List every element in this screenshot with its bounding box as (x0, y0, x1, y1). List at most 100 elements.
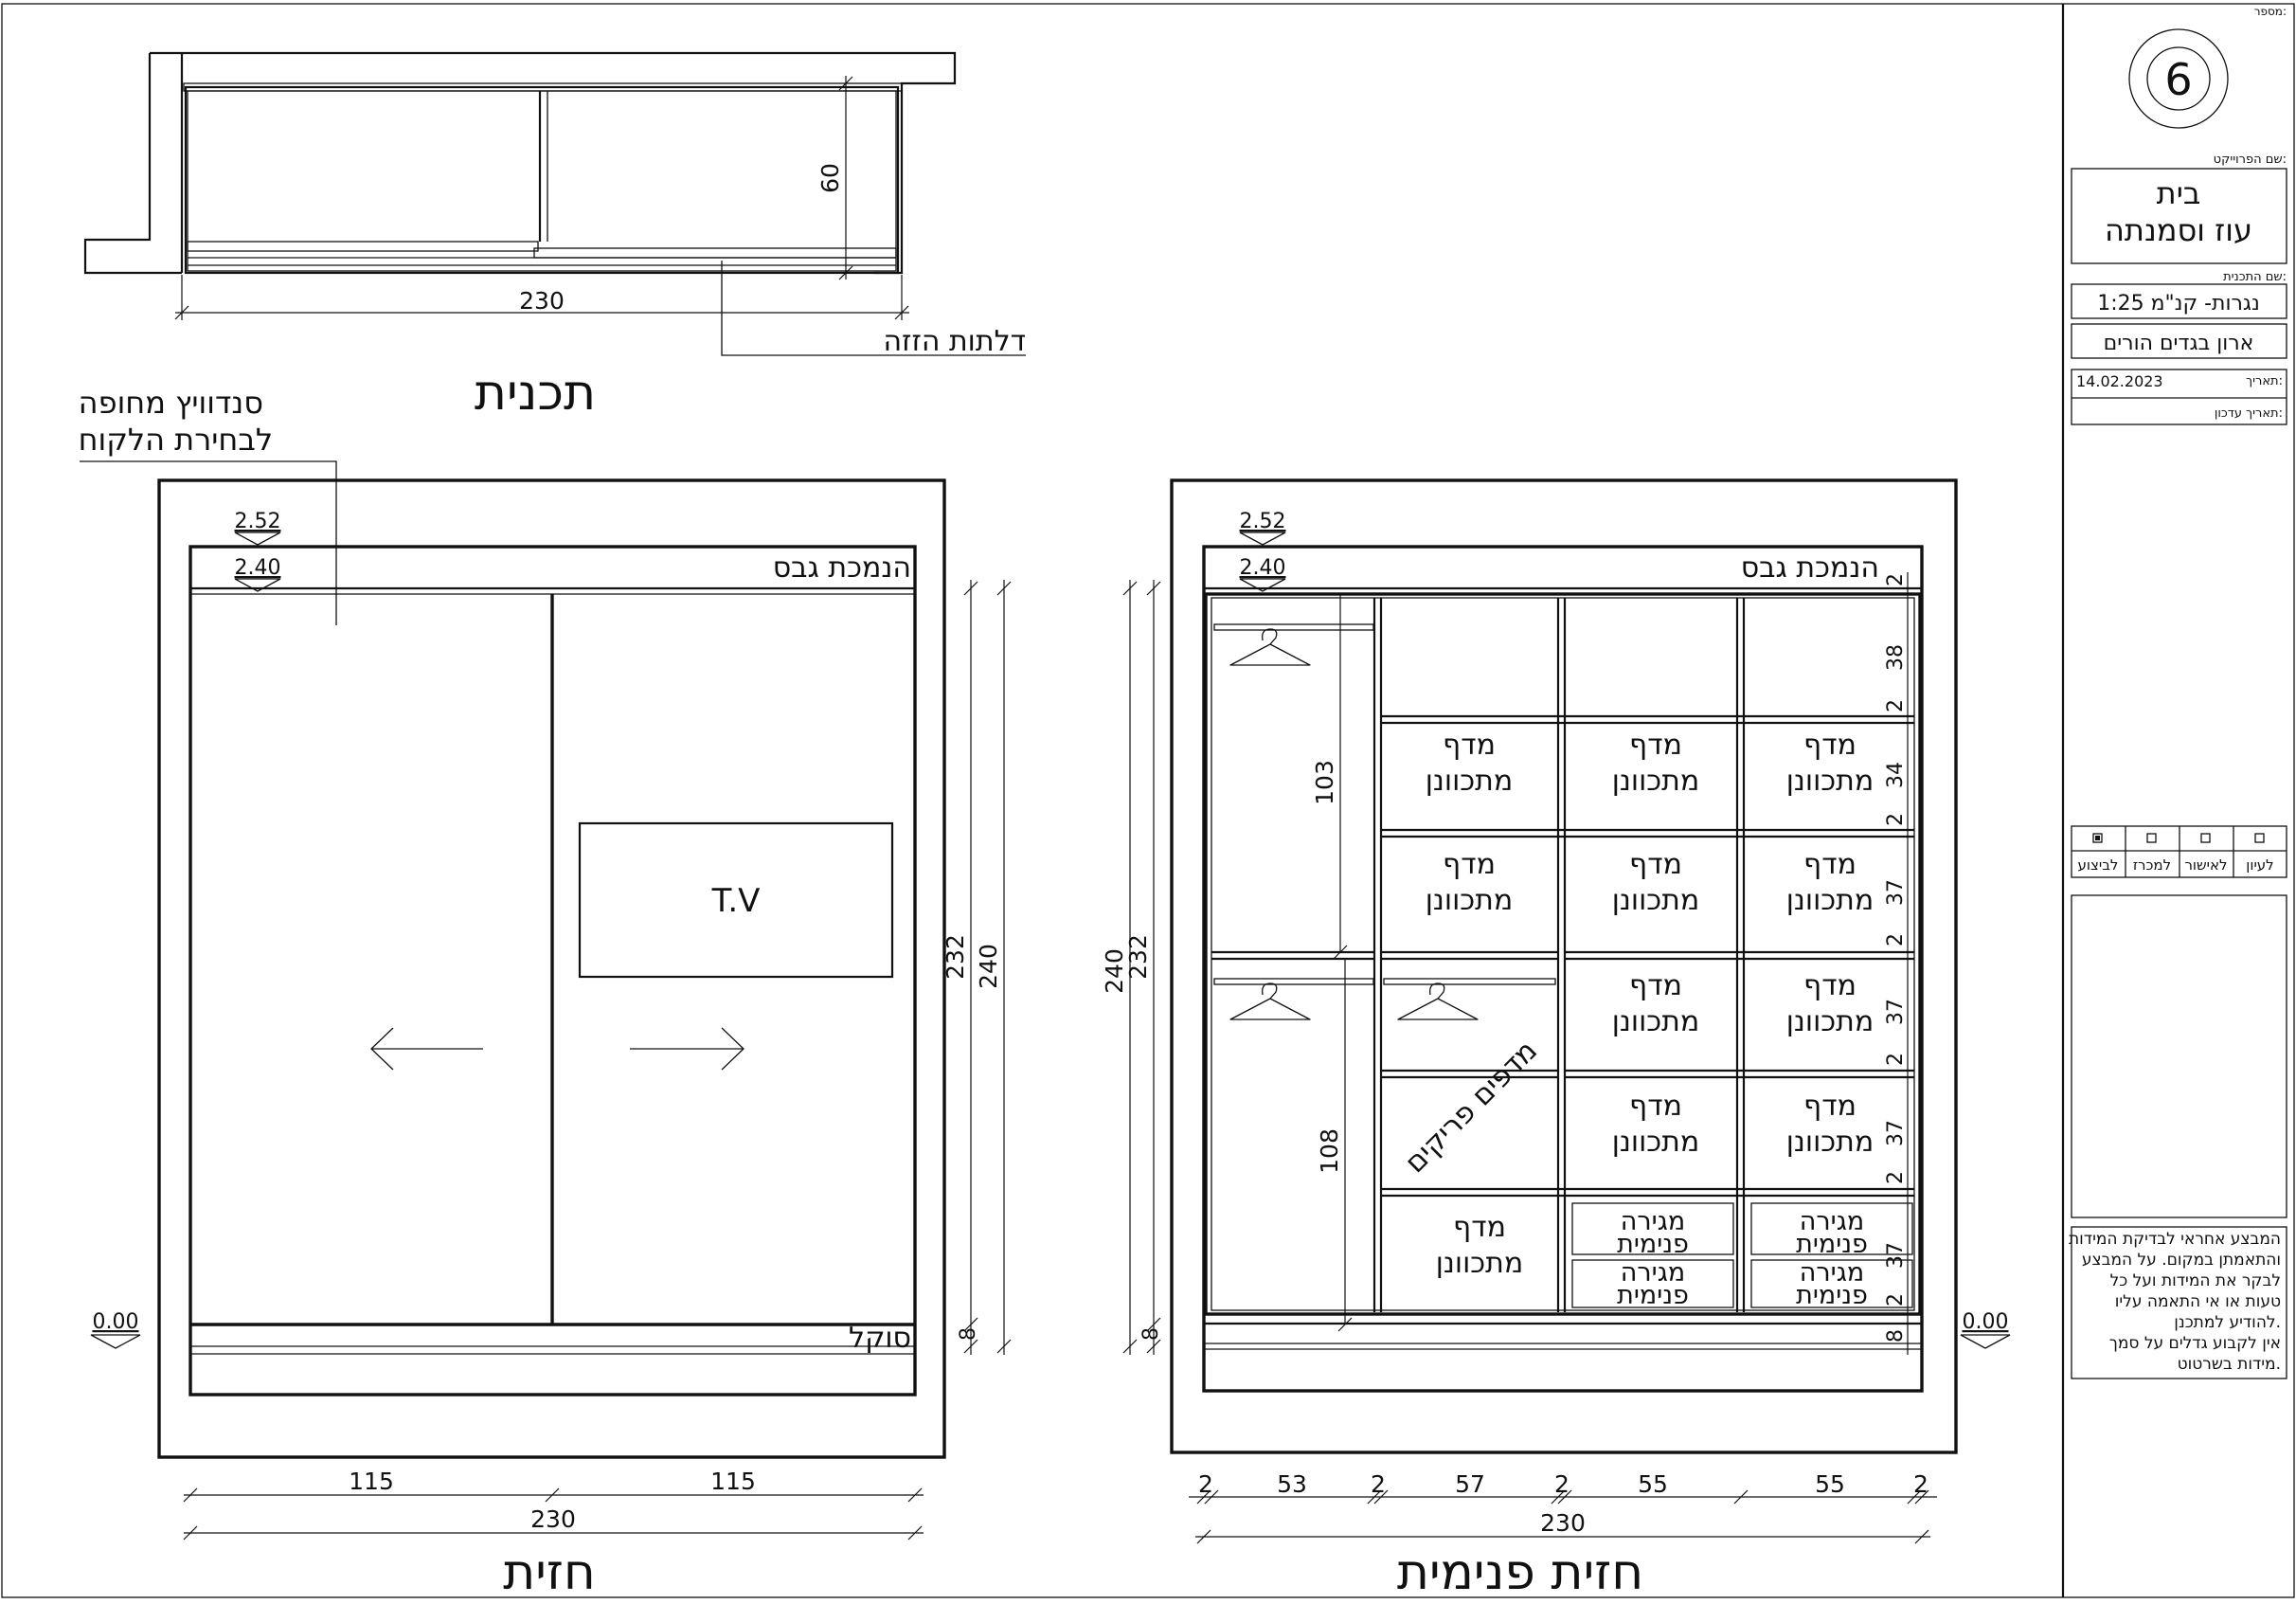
interior-right-dim: 37 (1884, 1120, 1908, 1146)
interior-level-floor: 0.00 (1963, 1310, 2009, 1334)
front-dim-240: 240 (975, 944, 1002, 989)
status-checkbox-tender[interactable] (2146, 833, 2157, 843)
interior-right-dim: 8 (1884, 1329, 1908, 1343)
interior-right-dim: 2 (1884, 933, 1908, 946)
shelf-label: מדף (1803, 1090, 1857, 1123)
interior-dim-232: 232 (1124, 934, 1152, 980)
sheet-number: 6 (2164, 54, 2192, 105)
interior-level-top: 2.52 (1240, 510, 1286, 533)
front-view-title: חזית (503, 1544, 596, 1599)
plan-name: נגרות- קנ"מ 1:25 (2097, 292, 2260, 315)
interior-total-width-dim: 230 (1540, 1509, 1586, 1537)
status-check-mark (2095, 836, 2100, 840)
shelf-label: מתכוונן (1786, 884, 1874, 917)
interior-right-dim: 2 (1884, 1053, 1908, 1066)
drawer-label: פנימית (1796, 1281, 1868, 1310)
shelf-label: מתכוונן (1436, 1247, 1524, 1280)
front-total-width-dim: 230 (530, 1505, 576, 1533)
plan-view-title: תכנית (475, 365, 596, 422)
disclaimer-line: להודיע למתכנן. (2174, 1313, 2281, 1332)
date-label: תאריך: (2246, 374, 2283, 388)
shelf-label: מדף (1803, 848, 1857, 881)
hang-upper-dim: 103 (1311, 760, 1338, 805)
project-label: שם הפרוייקט: (2214, 153, 2287, 167)
status-checkbox-approval[interactable] (2200, 833, 2211, 843)
front-dim-232: 232 (942, 934, 969, 980)
disclaimer-line: מידות בשרטוט. (2178, 1355, 2281, 1374)
spare-shelves-note: מדפים פריקים (1399, 1035, 1544, 1180)
interior-right-dim: 38 (1884, 644, 1908, 671)
shelf-label: מדף (1443, 848, 1496, 881)
status-label-review: לעיון (2246, 856, 2273, 874)
status-checkbox-execution[interactable] (2092, 833, 2103, 843)
shelf-label: מדף (1803, 729, 1857, 762)
update-label: תאריך עדכון: (2215, 406, 2283, 421)
disclaimer-line: אין לקבוע גדלים על סמך (2109, 1334, 2281, 1353)
interior-bottom-dim: 55 (1815, 1470, 1845, 1498)
shelf-label: מדף (1629, 729, 1682, 762)
front-level-ceiling: 2.40 (235, 556, 281, 580)
interior-bottom-dim: 2 (1554, 1470, 1570, 1498)
number-label: מספר: (2254, 5, 2287, 18)
disclaimer-line: לבקר את המידות ועל כל (2110, 1271, 2281, 1290)
shelf-label: מדף (1629, 848, 1682, 881)
hang-lower-dim: 108 (1316, 1128, 1343, 1174)
shelf-label: מתכוונן (1426, 884, 1514, 917)
interior-view-title: חזית פנימית (1397, 1544, 1643, 1599)
status-label-tender: למכרז (2133, 856, 2171, 874)
drawer-label: מגירה (1800, 1258, 1864, 1288)
interior-bottom-dim: 2 (1913, 1470, 1928, 1498)
interior-dim-240: 240 (1101, 948, 1128, 994)
shelf-label: מתכוונן (1612, 1126, 1700, 1159)
status-checkbox-review[interactable] (2254, 833, 2265, 843)
shelf-label: מתכוונן (1612, 884, 1700, 917)
tv-rectangle (578, 821, 894, 979)
interior-right-dim: 34 (1884, 762, 1908, 788)
drawer-label: פנימית (1796, 1230, 1868, 1259)
shelf-label: מתכוונן (1786, 1126, 1874, 1159)
drawer-label: מגירה (1621, 1207, 1685, 1236)
shelf-label: מתכוונן (1426, 765, 1514, 798)
interior-right-dim: 37 (1884, 999, 1908, 1025)
interior-bottom-dim: 53 (1277, 1470, 1307, 1498)
shelf-label: מדף (1629, 969, 1682, 1002)
disclaimer-line: טעות או אי התאמה עליו (2115, 1292, 2281, 1311)
shelf-label: מדף (1453, 1211, 1506, 1244)
plan-depth-dim: 60 (816, 163, 844, 193)
front-door-left-dim: 115 (349, 1468, 394, 1495)
plan-width-dim: 230 (519, 287, 565, 315)
front-dim-8: 8 (957, 1327, 980, 1341)
interior-right-dim: 37 (1884, 879, 1908, 906)
interior-right-dim: 2 (1884, 1171, 1908, 1184)
item-name: ארון בגדים הורים (2104, 332, 2254, 355)
sandwich-note-line2: לבחירת הלקוח (79, 422, 273, 458)
shelf-label: מתכוונן (1786, 1005, 1874, 1038)
plan-label: שם התכנית: (2223, 270, 2287, 284)
shelf-label: מתכוונן (1612, 765, 1700, 798)
disclaimer-line: והתאמתן במקום. על המבצע (2082, 1251, 2281, 1270)
shelf-label: מדף (1443, 729, 1496, 762)
interior-right-dim: 2 (1884, 573, 1908, 586)
interior-view: הנמכת גבס (1101, 478, 2011, 1601)
interior-level-ceiling: 2.40 (1240, 556, 1286, 580)
interior-ceiling-label: הנמכת גבס (1741, 551, 1879, 585)
interior-right-dim: 2 (1884, 699, 1908, 712)
interior-bottom-dim: 55 (1638, 1470, 1668, 1498)
sandwich-note-line1: סנדוויץ מחופה (79, 385, 263, 421)
front-ceiling-label: הנמכת גבס (773, 551, 911, 585)
project-name-line2: עוז וסמנתה (2105, 212, 2252, 248)
interior-bottom-dim: 2 (1371, 1470, 1386, 1498)
drawer-label: מגירה (1621, 1258, 1685, 1288)
shelf-label: מדף (1629, 1090, 1682, 1123)
plan-view: 60 230 דלתות הזזה תכנית (83, 51, 1026, 422)
disclaimer-line: המבצע אחראי לבדיקת המידות (2069, 1230, 2281, 1249)
drawer-label: פנימית (1617, 1281, 1689, 1310)
title-block: מספר: 6 שם הפרוייקט: בית עוז וסמנתה שם ה… (2061, 4, 2287, 1597)
shelf-label: מתכוונן (1612, 1005, 1700, 1038)
plinth-label: סוקל (849, 1322, 911, 1355)
sheet-border (1, 3, 2295, 1598)
status-label-approval: לאישור (2184, 856, 2227, 874)
shelf-label: מדף (1803, 969, 1857, 1002)
interior-right-dim: 37 (1884, 1242, 1908, 1269)
